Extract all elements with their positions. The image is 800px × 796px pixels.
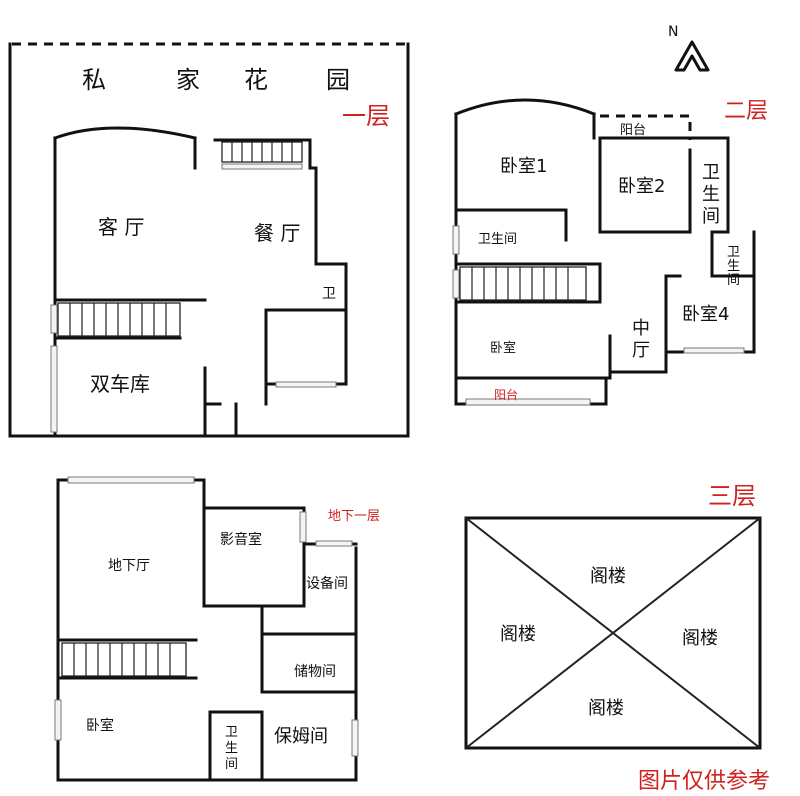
room-bedroom4: 卧室4 (682, 304, 729, 325)
room-basement-bedroom: 卧室 (86, 717, 114, 734)
room-living: 客 厅 (98, 215, 144, 239)
floor3-plan (464, 516, 762, 750)
floor2-tag: 二层 (724, 99, 768, 124)
garden-char: 家 (176, 66, 200, 94)
floor1-tag: 一层 (342, 102, 390, 130)
room-attic: 阁楼 (682, 628, 718, 649)
basement-plan (54, 476, 359, 782)
room-terrace: 阳台 (620, 123, 646, 138)
room-equipment: 设备间 (306, 575, 348, 592)
room-attic: 阁楼 (590, 566, 626, 587)
room-basement-hall: 地下厅 (108, 558, 150, 574)
garden-char: 园 (326, 66, 350, 94)
room-basement-wc: 间 (225, 757, 238, 772)
north-arrow-icon (674, 40, 710, 72)
room-hall: 中 (632, 318, 650, 339)
floor3-tag: 三层 (708, 482, 756, 510)
room-attic: 阁楼 (588, 698, 624, 719)
garden-char: 私 (82, 66, 106, 94)
basement-tag: 地下一层 (328, 509, 380, 524)
room-balcony: 阳台 (494, 387, 518, 402)
floor2-plan (452, 98, 756, 406)
compass-letter: N (668, 24, 678, 40)
room-basement-wc: 生 (225, 741, 238, 756)
room-cinema: 影音室 (220, 531, 262, 548)
room-bedroom2: 卧室2 (618, 176, 665, 197)
room-wc-right: 间 (702, 206, 720, 227)
room-garage: 双车库 (90, 372, 150, 396)
room-wc-small: 生 (727, 259, 740, 274)
room-nanny: 保姆间 (274, 726, 328, 747)
room-bedroom1: 卧室1 (500, 156, 547, 177)
room-wc-small: 间 (727, 273, 740, 288)
room-wc-right: 生 (702, 184, 720, 205)
room-bedroom: 卧室 (490, 340, 516, 356)
room-attic: 阁楼 (500, 624, 536, 645)
disclaimer-text: 图片仅供参考 (638, 769, 770, 794)
garden-char: 花 (244, 66, 268, 94)
room-basement-wc: 卫 (225, 725, 238, 740)
floor1-plan (8, 42, 410, 438)
room-hall: 厅 (632, 340, 650, 361)
room-dining: 餐 厅 (254, 221, 300, 245)
room-wc-small: 卫 (727, 245, 740, 260)
room-wc: 卫 (322, 286, 336, 302)
room-wc-right: 卫 (702, 162, 720, 183)
room-wc-left: 卫生间 (478, 232, 517, 247)
room-storage: 储物间 (294, 664, 336, 680)
